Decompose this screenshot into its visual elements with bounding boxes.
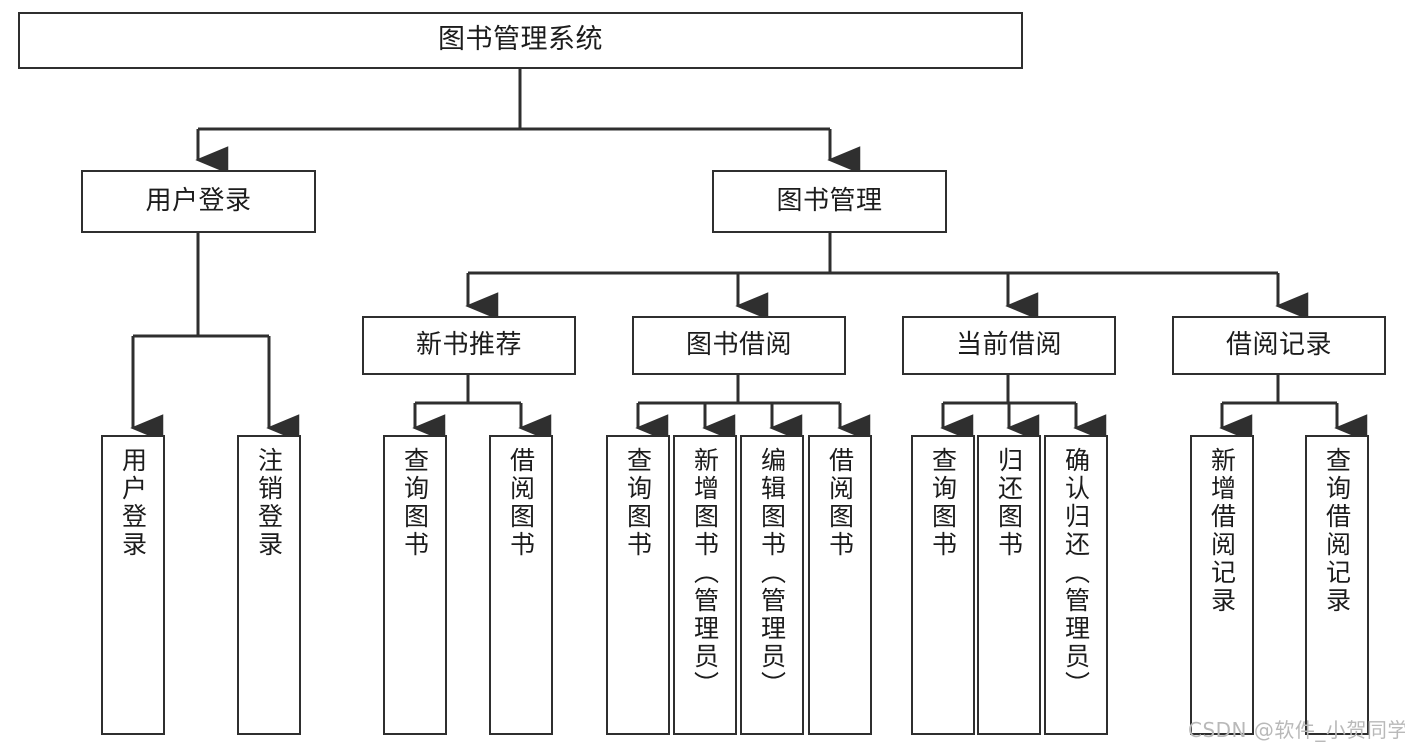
node-label: 归还图书	[994, 447, 1024, 559]
node-label: 查询图书	[623, 447, 653, 559]
node-label: 查询借阅记录	[1322, 447, 1352, 615]
node-label: 确认归还（管理员）	[1061, 447, 1091, 699]
node-label: 用户登录	[118, 447, 148, 559]
node-label: 图书管理	[776, 185, 883, 216]
node-book-management[interactable]: 图书管理	[712, 170, 947, 233]
node-leaf-query-book-3[interactable]: 查询图书	[911, 435, 975, 735]
node-leaf-borrow-book-2[interactable]: 借阅图书	[808, 435, 872, 735]
node-label: 查询图书	[928, 447, 958, 559]
node-label: 查询图书	[400, 447, 430, 559]
node-label: 借阅图书	[506, 447, 536, 559]
node-label: 借阅记录	[1225, 329, 1332, 360]
node-new-book-recommend[interactable]: 新书推荐	[362, 316, 576, 375]
node-leaf-query-book-1[interactable]: 查询图书	[383, 435, 447, 735]
node-user-login[interactable]: 用户登录	[81, 170, 316, 233]
node-leaf-logout[interactable]: 注销登录	[237, 435, 301, 735]
node-borrow-record[interactable]: 借阅记录	[1172, 316, 1386, 375]
node-leaf-query-record[interactable]: 查询借阅记录	[1305, 435, 1369, 735]
node-leaf-edit-book[interactable]: 编辑图书（管理员）	[740, 435, 804, 735]
node-book-borrow[interactable]: 图书借阅	[632, 316, 846, 375]
node-label: 注销登录	[254, 447, 284, 559]
node-label: 图书借阅	[685, 329, 792, 360]
csdn-watermark: CSDN @软件_小贺同学	[1188, 718, 1405, 742]
node-leaf-confirm-return[interactable]: 确认归还（管理员）	[1044, 435, 1108, 735]
node-label: 借阅图书	[825, 447, 855, 559]
node-label: 新书推荐	[415, 329, 522, 360]
node-label: 编辑图书（管理员）	[757, 447, 787, 699]
node-label: 新增图书（管理员）	[690, 447, 720, 699]
node-leaf-return-book[interactable]: 归还图书	[977, 435, 1041, 735]
node-label: 图书管理系统	[438, 24, 603, 56]
node-leaf-add-record[interactable]: 新增借阅记录	[1190, 435, 1254, 735]
node-current-borrow[interactable]: 当前借阅	[902, 316, 1116, 375]
node-leaf-query-book-2[interactable]: 查询图书	[606, 435, 670, 735]
node-leaf-borrow-book-1[interactable]: 借阅图书	[489, 435, 553, 735]
node-label: 当前借阅	[955, 329, 1062, 360]
node-label: 用户登录	[145, 185, 252, 216]
node-leaf-user-login[interactable]: 用户登录	[101, 435, 165, 735]
node-leaf-add-book[interactable]: 新增图书（管理员）	[673, 435, 737, 735]
node-root-system[interactable]: 图书管理系统	[18, 12, 1023, 69]
node-label: 新增借阅记录	[1207, 447, 1237, 615]
